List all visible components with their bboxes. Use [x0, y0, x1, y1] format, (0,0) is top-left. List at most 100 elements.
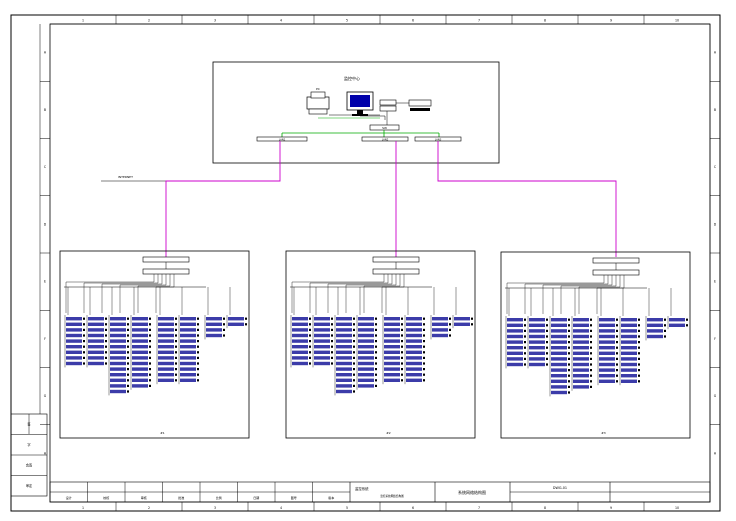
terminal-label: [88, 317, 104, 321]
terminal-mark: [83, 328, 85, 331]
terminal-mark: [105, 362, 107, 365]
terminal-label: [180, 322, 196, 326]
title-drawing-no: DWG-01: [553, 486, 567, 490]
substation-feeder: [524, 275, 609, 314]
terminal-mark: [546, 363, 548, 366]
terminal-label: [384, 339, 400, 343]
title-cell-label: 设计: [66, 495, 72, 500]
terminal-mark: [309, 345, 311, 348]
terminal-label: [88, 339, 104, 343]
title-cell-label: 批准: [178, 495, 184, 500]
terminal-mark: [524, 357, 526, 360]
terminal-mark: [175, 351, 177, 354]
top-ref-label: 2: [148, 19, 150, 23]
terminal-mark: [105, 345, 107, 348]
terminal-label: [110, 317, 126, 321]
terminal-label: [551, 318, 567, 322]
stamp-label: 审定: [26, 483, 33, 488]
substation-switch: [372, 256, 420, 263]
terminal-label: [314, 328, 330, 332]
central-station-box: [212, 61, 500, 164]
outer-frame: [10, 14, 721, 512]
terminal-mark: [83, 340, 85, 343]
terminal-label: [432, 322, 448, 326]
printer-icon: PC: [306, 87, 330, 115]
terminal-label: [551, 379, 567, 383]
terminal-mark: [449, 317, 451, 320]
terminal-mark: [568, 363, 570, 366]
terminal-label: [292, 345, 308, 349]
lan-bar-2: [361, 136, 409, 142]
title-cell-label: 审核: [141, 495, 147, 500]
terminal-mark: [149, 323, 151, 326]
left-ref-label: C: [44, 165, 47, 169]
terminal-mark: [353, 317, 355, 320]
terminal-label: [358, 333, 374, 338]
substation-controller: [142, 268, 190, 275]
terminal-label: [206, 328, 222, 332]
terminal-label: [384, 328, 400, 332]
terminal-label: [669, 323, 685, 327]
terminal-label: [573, 357, 589, 361]
terminal-label: [384, 361, 400, 366]
terminal-label: [573, 374, 589, 378]
terminal-label: [66, 333, 82, 338]
terminal-label: [621, 351, 637, 355]
terminal-label: [66, 328, 82, 332]
substation-feeder: [309, 274, 389, 313]
terminal-label: [132, 322, 148, 326]
terminal-label: [180, 317, 196, 321]
terminal-mark: [175, 368, 177, 371]
terminal-label: [551, 362, 567, 367]
terminal-mark: [590, 341, 592, 344]
terminal-mark: [546, 346, 548, 349]
substation-name: #3: [601, 431, 606, 435]
terminal-label: [358, 317, 374, 321]
terminal-mark: [223, 334, 225, 337]
terminal-mark: [449, 323, 451, 326]
substation-feeder: [101, 274, 163, 313]
terminal-mark: [127, 368, 129, 371]
terminal-label: [158, 373, 174, 377]
terminal-label: [358, 350, 374, 354]
terminal-mark: [127, 345, 129, 348]
terminal-label: [529, 318, 545, 322]
terminal-label: [529, 362, 545, 367]
terminal-label: [180, 373, 196, 377]
terminal-label: [110, 322, 126, 326]
terminal-label: [551, 390, 567, 395]
terminal-mark: [331, 345, 333, 348]
substation-box: [59, 250, 250, 439]
terminal-mark: [423, 373, 425, 376]
terminal-label: [180, 356, 196, 360]
terminal-mark: [401, 356, 403, 359]
terminal-label: [432, 317, 448, 321]
terminal-label: [384, 350, 400, 354]
terminal-mark: [83, 317, 85, 320]
terminal-mark: [401, 379, 403, 382]
terminal-label: [66, 339, 82, 343]
terminal-label: [180, 367, 196, 371]
terminal-mark: [568, 374, 570, 377]
terminal-mark: [223, 317, 225, 320]
terminal-mark: [568, 329, 570, 332]
terminal-label: [132, 333, 148, 338]
terminal-mark: [197, 362, 199, 365]
terminal-label: [647, 334, 663, 339]
terminal-mark: [401, 368, 403, 371]
terminal-mark: [638, 329, 640, 332]
terminal-label: [599, 323, 615, 327]
terminal-mark: [149, 362, 151, 365]
terminal-mark: [149, 340, 151, 343]
terminal-mark: [375, 379, 377, 382]
terminal-mark: [353, 379, 355, 382]
terminal-label: [314, 322, 330, 326]
terminal-mark: [375, 334, 377, 337]
left-ref-label: D: [44, 222, 47, 226]
terminal-label: [507, 357, 523, 361]
terminal-label: [292, 333, 308, 338]
substation-feeder: [363, 274, 401, 313]
terminal-label: [336, 328, 352, 332]
terminal-mark: [127, 317, 129, 320]
